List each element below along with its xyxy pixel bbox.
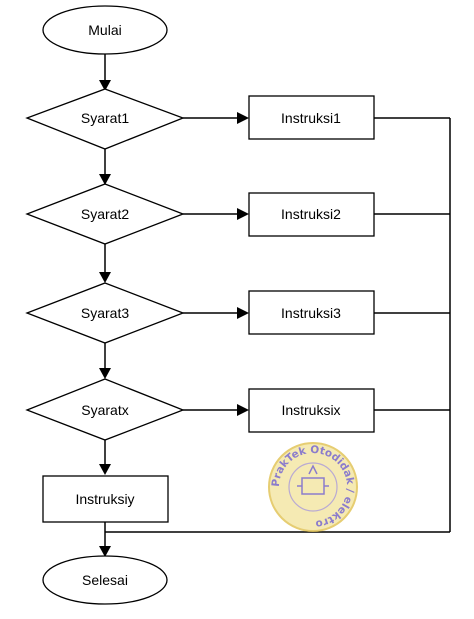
node-instr1-label: Instruksi1 <box>281 110 341 126</box>
node-condx: Syaratx <box>25 378 185 441</box>
node-instry-label: Instruksiy <box>75 491 134 507</box>
node-end-label: Selesai <box>82 572 128 588</box>
node-instr2: Instruksi2 <box>248 192 375 237</box>
node-cond1: Syarat1 <box>25 88 185 150</box>
node-instr1: Instruksi1 <box>248 95 375 140</box>
arrowhead-end <box>99 546 111 557</box>
node-end: Selesai <box>42 555 168 605</box>
node-instr3: Instruksi3 <box>248 290 375 335</box>
node-cond1-label: Syarat1 <box>81 110 129 126</box>
node-condx-label: Syaratx <box>81 402 128 418</box>
arrowhead-instrx <box>237 404 249 416</box>
node-start-label: Mulai <box>88 22 121 38</box>
arrowhead-instr3 <box>237 307 249 319</box>
arrowhead-instr1 <box>237 112 249 124</box>
arrowhead-instr2 <box>237 208 249 220</box>
watermark-seal: PrakTek Otodidak / elektro <box>268 442 358 532</box>
arrowhead-cond1 <box>99 80 111 91</box>
node-instry: Instruksiy <box>42 475 169 523</box>
arrowhead-instry <box>99 464 111 475</box>
node-cond3-label: Syarat3 <box>81 305 129 321</box>
node-instrx: Instruksix <box>248 388 375 433</box>
node-start: Mulai <box>42 5 168 55</box>
node-cond2-label: Syarat2 <box>81 206 129 222</box>
edges <box>99 54 451 557</box>
node-cond3: Syarat3 <box>25 282 185 344</box>
arrowhead-cond2 <box>99 174 111 185</box>
node-instr2-label: Instruksi2 <box>281 206 341 222</box>
node-instrx-label: Instruksix <box>281 402 340 418</box>
circuit-icon <box>297 464 329 495</box>
arrowhead-condx <box>99 368 111 379</box>
node-instr3-label: Instruksi3 <box>281 305 341 321</box>
node-cond2: Syarat2 <box>25 183 185 245</box>
arrowhead-cond3 <box>99 272 111 283</box>
